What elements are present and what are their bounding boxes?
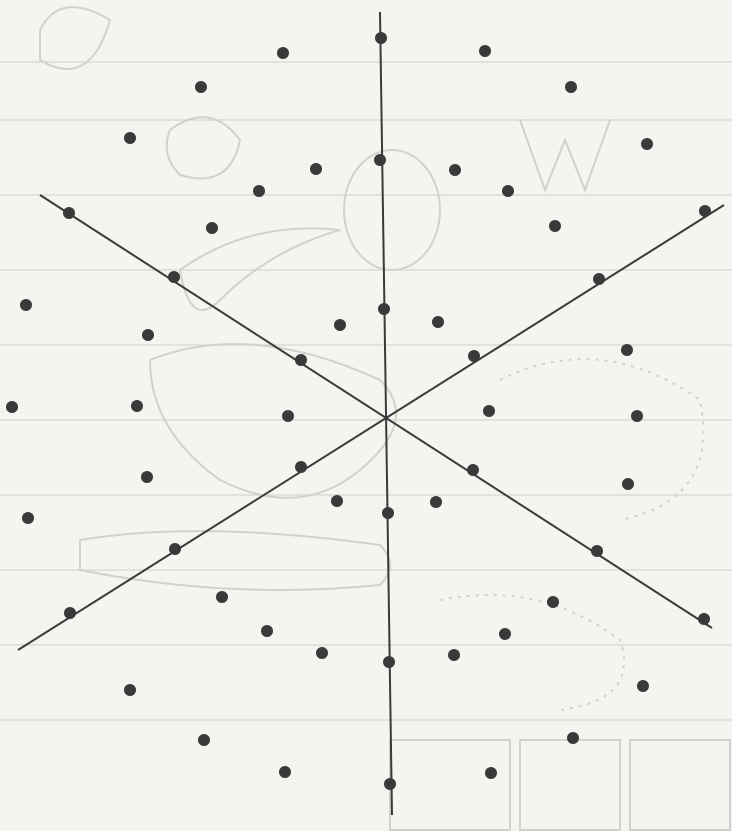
dot-2 bbox=[277, 47, 289, 59]
dot-14 bbox=[699, 205, 711, 217]
faint-box-1 bbox=[390, 740, 510, 830]
dot-3 bbox=[479, 45, 491, 57]
faint-feather bbox=[180, 228, 340, 310]
faint-hat-shape bbox=[40, 7, 110, 69]
dot-11 bbox=[253, 185, 265, 197]
faint-letter-w bbox=[520, 120, 610, 190]
faint-dotted-curve bbox=[500, 359, 703, 520]
faint-dotted-curve-2 bbox=[440, 595, 624, 710]
dot-50 bbox=[383, 656, 395, 668]
dot-9 bbox=[310, 163, 322, 175]
dot-24 bbox=[621, 344, 633, 356]
dot-23 bbox=[142, 329, 154, 341]
dot-40 bbox=[169, 543, 181, 555]
dot-6 bbox=[124, 132, 136, 144]
faint-letter-o bbox=[167, 117, 240, 178]
dot-38 bbox=[382, 507, 394, 519]
dot-19 bbox=[20, 299, 32, 311]
dot-49 bbox=[448, 649, 460, 661]
dot-54 bbox=[567, 732, 579, 744]
dot-44 bbox=[64, 607, 76, 619]
dot-25 bbox=[295, 354, 307, 366]
dot-46 bbox=[261, 625, 273, 637]
dot-42 bbox=[216, 591, 228, 603]
faint-box-3 bbox=[630, 740, 730, 830]
star-lines bbox=[18, 12, 724, 815]
faint-box-2 bbox=[520, 740, 620, 830]
star-line-2 bbox=[40, 195, 712, 628]
faint-horse-body bbox=[150, 344, 396, 498]
dot-grid bbox=[6, 32, 711, 790]
dot-10 bbox=[449, 164, 461, 176]
dot-36 bbox=[331, 495, 343, 507]
dot-51 bbox=[124, 684, 136, 696]
dot-28 bbox=[131, 400, 143, 412]
dot-41 bbox=[591, 545, 603, 557]
dot-56 bbox=[485, 767, 497, 779]
dot-48 bbox=[316, 647, 328, 659]
dot-55 bbox=[279, 766, 291, 778]
dot-35 bbox=[622, 478, 634, 490]
dot-53 bbox=[198, 734, 210, 746]
dot-47 bbox=[499, 628, 511, 640]
dot-30 bbox=[483, 405, 495, 417]
dot-16 bbox=[549, 220, 561, 232]
dot-33 bbox=[467, 464, 479, 476]
faint-head bbox=[344, 150, 440, 270]
dot-37 bbox=[430, 496, 442, 508]
dot-31 bbox=[631, 410, 643, 422]
dot-45 bbox=[698, 613, 710, 625]
star-line-3 bbox=[18, 205, 724, 650]
dot-5 bbox=[565, 81, 577, 93]
dot-21 bbox=[334, 319, 346, 331]
dot-57 bbox=[384, 778, 396, 790]
dot-27 bbox=[6, 401, 18, 413]
star-line-1 bbox=[380, 12, 392, 815]
dot-4 bbox=[195, 81, 207, 93]
dot-8 bbox=[374, 154, 386, 166]
dot-32 bbox=[295, 461, 307, 473]
dot-7 bbox=[641, 138, 653, 150]
dot-12 bbox=[502, 185, 514, 197]
faint-background-illustration bbox=[0, 7, 732, 830]
dot-52 bbox=[637, 680, 649, 692]
dot-13 bbox=[63, 207, 75, 219]
dot-15 bbox=[206, 222, 218, 234]
dot-26 bbox=[468, 350, 480, 362]
dot-39 bbox=[22, 512, 34, 524]
dot-20 bbox=[378, 303, 390, 315]
dot-29 bbox=[282, 410, 294, 422]
dot-22 bbox=[432, 316, 444, 328]
dot-1 bbox=[375, 32, 387, 44]
dot-34 bbox=[141, 471, 153, 483]
dot-43 bbox=[547, 596, 559, 608]
dot-17 bbox=[168, 271, 180, 283]
dot-18 bbox=[593, 273, 605, 285]
